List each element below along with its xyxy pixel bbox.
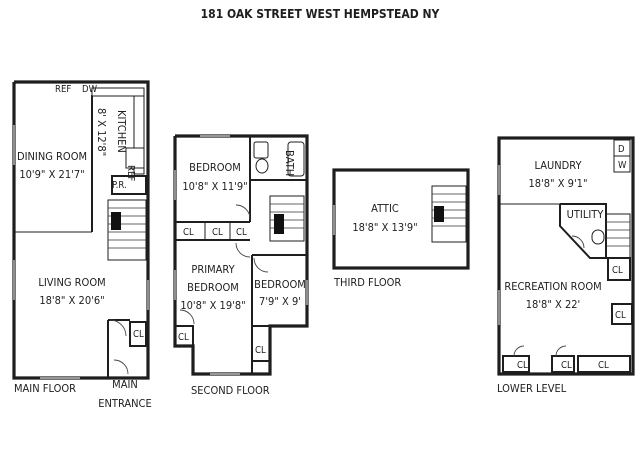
closet-label: CL [612, 265, 623, 276]
ref-label: REF [55, 84, 71, 95]
closet-label: CL [212, 227, 223, 238]
bedroom-name: BEDROOM [189, 161, 241, 174]
closet-label: CL [615, 310, 626, 321]
closet-label: CL [178, 332, 189, 343]
plan-title: 181 OAK STREET WEST HEMPSTEAD NY [201, 7, 440, 21]
dining-room-dimensions: 10'9" X 21'7" [19, 168, 84, 181]
closet [129, 321, 147, 347]
laundry-dimensions: 18'8" X 9'1" [528, 177, 587, 190]
third-floor-wall [332, 168, 470, 270]
closet [551, 355, 575, 373]
laundry-name: LAUNDRY [534, 159, 582, 172]
lower-level-wall [497, 136, 635, 376]
kitchen-counter [91, 87, 145, 97]
main-entrance-label: MAIN [112, 378, 138, 391]
closet-label: CL [517, 360, 528, 371]
closet [251, 325, 271, 362]
bedroom-dimensions: 7'9" X 9' [259, 295, 301, 308]
living-room-dimensions: 18'8" X 20'6" [39, 294, 104, 307]
closet [174, 325, 194, 347]
primary-bedroom-dimensions: 10'8" X 19'8" [180, 299, 245, 312]
recreation-room-dimensions: 18'8" X 22' [526, 298, 581, 311]
bedroom-name: BEDROOM [254, 278, 306, 291]
main-floor-wall [14, 80, 150, 380]
powder-room-label: P.R. [112, 180, 127, 191]
closet-label: CL [561, 360, 572, 371]
living-room-name: LIVING ROOM [38, 276, 105, 289]
closet [607, 257, 631, 281]
utility-room [559, 203, 607, 259]
door-swing [109, 319, 127, 337]
main-entrance-label: ENTRANCE [98, 397, 151, 410]
washer-label: W [618, 160, 627, 171]
third-floor-plan: ATTIC 18'8" X 13'9" THIRD FLOOR [332, 168, 470, 289]
utility-name: UTILITY [567, 208, 605, 221]
lower-stairs [605, 213, 631, 259]
second-floor-plan: BEDROOM 10'8" X 11'9" BATH CL CL CL PRIM… [173, 134, 309, 397]
main-floor-wall [12, 82, 108, 380]
closet-label: CL [183, 227, 194, 238]
second-floor-label: SECOND FLOOR [191, 384, 270, 397]
dryer-label: D [618, 144, 625, 155]
closet-label: CL [133, 329, 144, 340]
primary-bedroom-name: PRIMARY [191, 263, 235, 276]
closet [577, 355, 631, 373]
door-swing [113, 359, 129, 375]
closet-label: CL [236, 227, 247, 238]
dining-room-name: DINING ROOM [17, 150, 87, 163]
third-floor-label: THIRD FLOOR [333, 276, 401, 289]
lower-level-plan: D W LAUNDRY 18'8" X 9'1" UTILITY CL RECR… [497, 136, 635, 395]
closet-label: CL [598, 360, 609, 371]
recreation-room-name: RECREATION ROOM [504, 280, 601, 293]
main-floor-label: MAIN FLOOR [14, 382, 76, 395]
kitchen-dimensions: 8' X 12'8" [95, 108, 108, 156]
lower-level-label: LOWER LEVEL [497, 382, 567, 395]
dw-label: DW [82, 84, 98, 95]
second-floor-stairs [269, 195, 305, 242]
fridge [125, 147, 145, 169]
powder-room [111, 175, 147, 195]
attic-stairs [431, 185, 467, 243]
primary-bedroom-name: BEDROOM [187, 281, 239, 294]
ref-label: REF [125, 165, 136, 181]
kitchen-counter [133, 95, 145, 175]
bedroom-dimensions: 10'8" X 11'9" [182, 180, 247, 193]
closet [611, 303, 633, 325]
main-floor-plan: REF DW REF KITCHEN 8' X 12'8" P.R. DININ… [12, 80, 152, 410]
kitchen-name: KITCHEN [115, 110, 128, 153]
attic-name: ATTIC [371, 202, 399, 215]
toilet [255, 158, 269, 174]
attic-dimensions: 18'8" X 13'9" [352, 221, 417, 234]
closet [502, 355, 530, 373]
sink [253, 141, 269, 159]
closet-label: CL [255, 345, 266, 356]
bathtub [287, 141, 305, 177]
bath-label: BATH [283, 150, 296, 176]
main-stairs [107, 199, 147, 261]
water-heater [591, 229, 605, 245]
